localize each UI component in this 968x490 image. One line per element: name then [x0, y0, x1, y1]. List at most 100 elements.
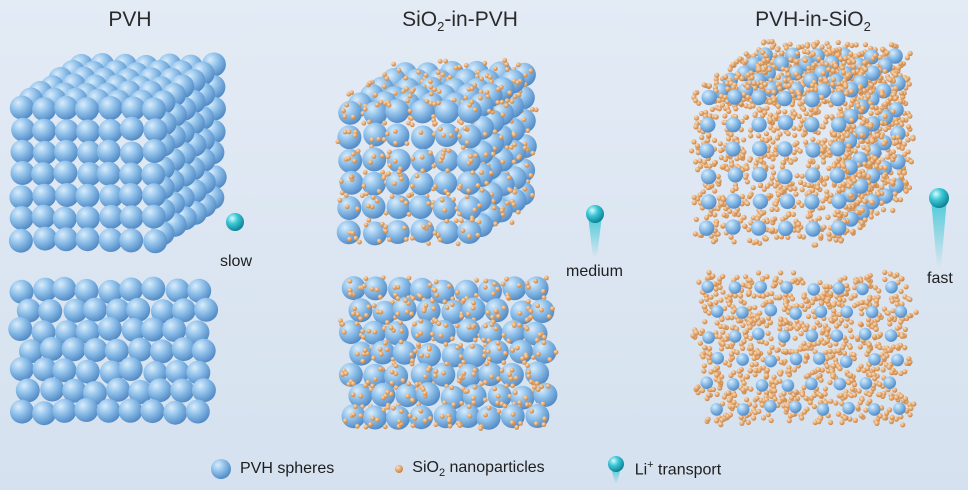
- sio2-particle: [818, 300, 825, 306]
- sio2-particle: [908, 159, 915, 165]
- sio2-particle: [447, 74, 453, 80]
- sio2-particle: [691, 194, 697, 200]
- sio2-particle: [771, 383, 777, 390]
- sio2-particle: [457, 211, 462, 217]
- sio2-particle: [794, 58, 800, 64]
- pvh-sphere: [776, 90, 793, 107]
- pvh-sphere: [119, 277, 144, 302]
- sio2-particle: [399, 328, 405, 334]
- sio2-particle: [872, 155, 878, 161]
- sio2-particle: [472, 207, 478, 213]
- sio2-particle: [741, 149, 747, 155]
- sio2-particle: [718, 297, 724, 303]
- sio2-particle: [817, 279, 823, 286]
- sio2-particle: [764, 183, 771, 189]
- sio2-particle: [426, 346, 432, 352]
- sio2-particle: [841, 297, 847, 303]
- sio2-particle: [855, 143, 861, 149]
- sio2-particle: [443, 58, 449, 64]
- sio2-particle: [730, 403, 736, 409]
- sio2-particle: [381, 175, 387, 181]
- sio2-particle: [499, 208, 505, 214]
- sio2-particle: [741, 137, 747, 143]
- sio2-particle: [820, 70, 826, 76]
- sio2-particle: [880, 367, 886, 373]
- sio2-particle: [837, 277, 844, 283]
- sio2-particle: [528, 68, 534, 74]
- sio2-particle: [882, 113, 888, 119]
- sio2-particle: [518, 421, 523, 426]
- sio2-particle: [499, 99, 505, 105]
- sio2-particle: [699, 134, 705, 141]
- sio2-particle: [445, 191, 451, 197]
- sio2-particle: [470, 170, 476, 176]
- sio2-particle: [887, 271, 894, 277]
- sio2-particle: [403, 236, 409, 242]
- sio2-particle: [710, 273, 716, 279]
- pvh-sphere: [456, 171, 481, 195]
- sio2-particle: [727, 208, 733, 214]
- pvh-sphere: [104, 338, 129, 363]
- pvh-sphere: [864, 167, 881, 184]
- sio2-particle: [848, 319, 854, 325]
- pvh-sphere: [141, 317, 165, 342]
- sio2-particle: [862, 161, 868, 167]
- sio2-particle: [845, 41, 851, 47]
- sio2-particle: [451, 402, 457, 408]
- sio2-particle: [406, 275, 412, 281]
- sio2-particle: [475, 183, 481, 188]
- sio2-particle: [889, 414, 895, 421]
- pvh-sphere: [804, 116, 820, 133]
- sio2-particle: [788, 159, 794, 165]
- pvh-sphere: [141, 97, 166, 122]
- pvh-sphere: [476, 405, 501, 430]
- sio2-particle: [418, 330, 424, 336]
- pvh-sphere: [10, 161, 35, 185]
- pvh-sphere: [191, 338, 216, 363]
- sio2-particle: [700, 354, 706, 360]
- sio2-particle: [705, 416, 711, 422]
- sio2-particle: [360, 193, 365, 199]
- sio2-particle: [466, 234, 472, 239]
- pvh-sphere: [777, 168, 793, 185]
- sio2-particle: [486, 108, 492, 114]
- sio2-particle: [696, 279, 702, 285]
- sio2-particle: [487, 74, 493, 80]
- sio2-particle: [390, 299, 395, 305]
- sio2-particle: [365, 379, 371, 385]
- sio2-particle: [804, 43, 811, 49]
- sio2-particle: [504, 98, 510, 104]
- sio2-particle: [771, 127, 777, 133]
- sio2-particle: [836, 213, 842, 219]
- pvh-sphere: [727, 89, 743, 105]
- sio2-particle: [410, 156, 416, 162]
- sio2-particle: [791, 270, 797, 276]
- sio2-particle: [906, 313, 912, 319]
- sio2-particle: [744, 374, 750, 380]
- sio2-particle: [438, 126, 443, 132]
- sio2-particle: [833, 237, 839, 243]
- sio2-particle: [898, 414, 904, 420]
- sio2-particle: [469, 86, 475, 91]
- sio2-particle: [706, 83, 713, 89]
- sio2-particle: [892, 387, 898, 393]
- sio2-particle: [436, 100, 441, 106]
- sio2-particle: [752, 403, 758, 409]
- sio2-particle: [837, 366, 843, 372]
- sio2-particle: [819, 147, 825, 153]
- sio2-particle: [722, 156, 729, 163]
- sio2-particle: [706, 392, 712, 398]
- sio2-particle: [726, 136, 732, 142]
- sio2-particle: [760, 49, 766, 56]
- sio2-particle: [506, 175, 512, 181]
- sio2-particle: [745, 419, 752, 425]
- pvh-sphere: [752, 327, 765, 341]
- sio2-particle: [731, 239, 737, 245]
- pvh-sphere: [53, 160, 78, 185]
- sio2-particle: [719, 346, 725, 352]
- sio2-particle: [722, 305, 728, 312]
- sio2-particle: [748, 345, 754, 351]
- sio2-particle: [889, 298, 895, 304]
- sio2-particle: [901, 141, 908, 147]
- sio2-particle: [398, 320, 403, 325]
